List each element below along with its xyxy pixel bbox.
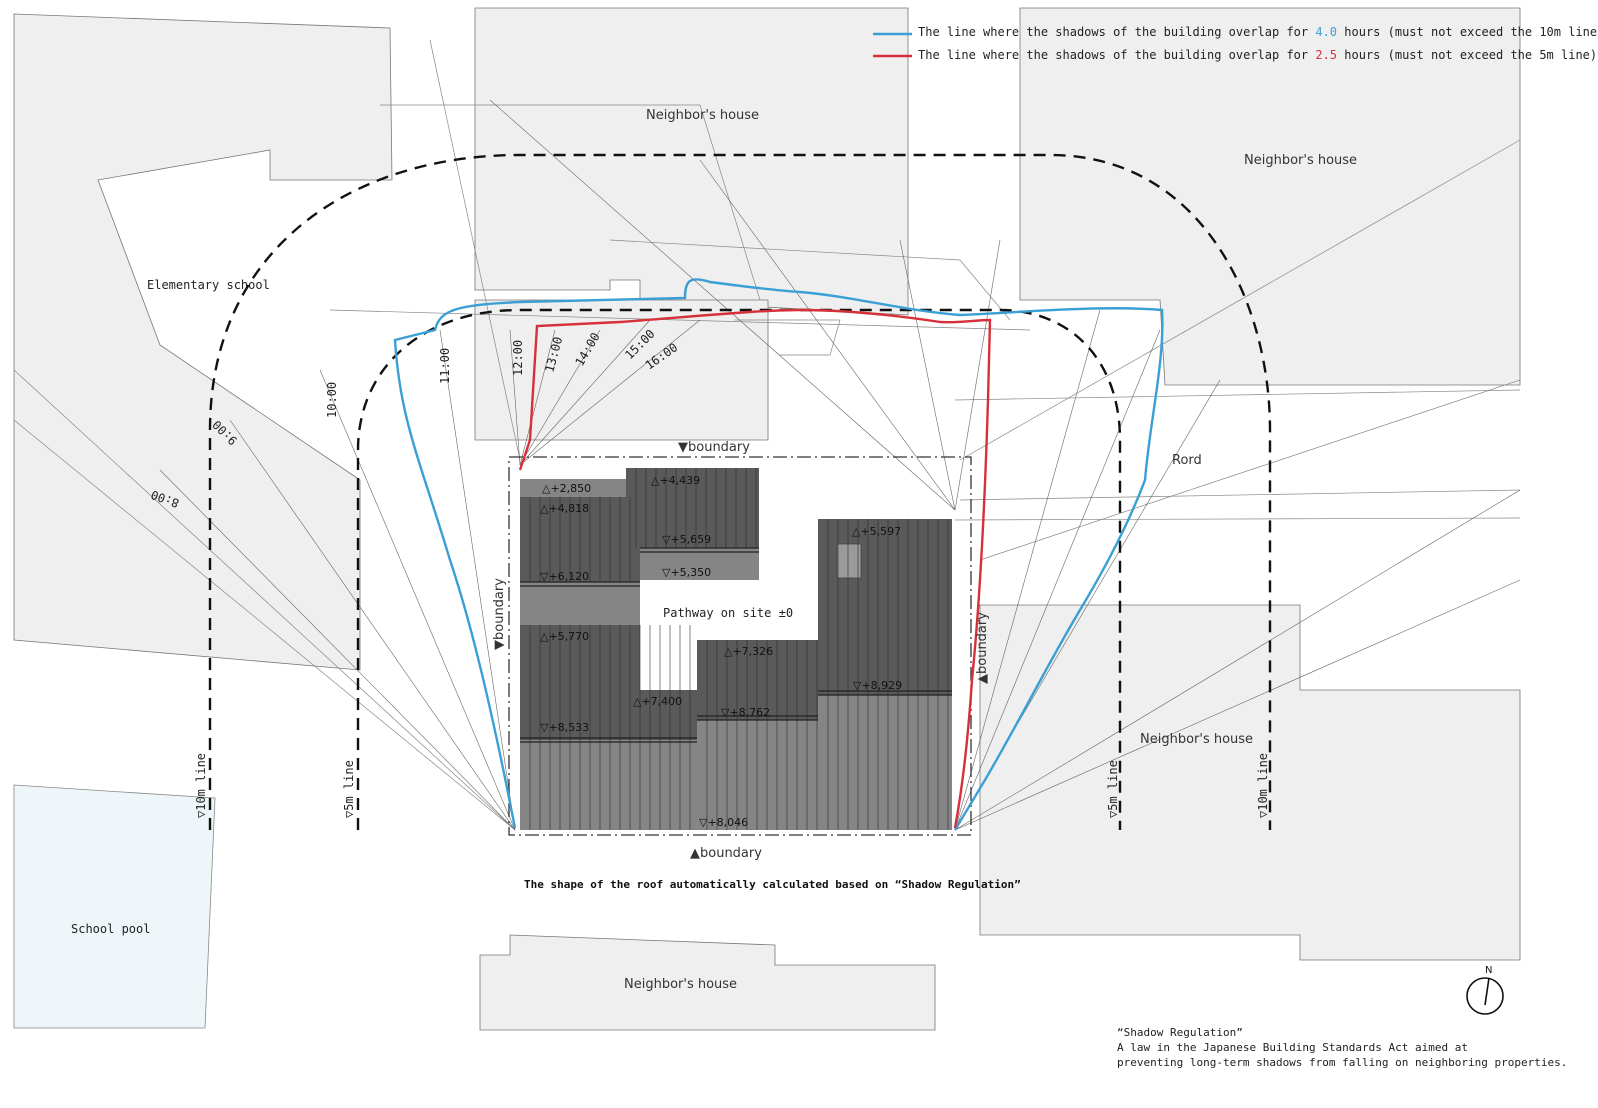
- sun-rays: [159, 99, 1521, 831]
- elevation-label: △+7,326: [724, 645, 773, 658]
- roof-bottom-center: [697, 720, 818, 830]
- label-neighbor-south: Neighbor's house: [624, 977, 737, 992]
- time-label-11: 11:00: [438, 348, 452, 384]
- time-label-12: 12:00: [511, 340, 525, 376]
- elevation-labels: △+2,850 △+4,439 △+4,818 ▽+5,659 ▽+5,350 …: [540, 474, 902, 829]
- compass-north-label: N: [1485, 965, 1492, 976]
- label-pathway: Pathway on site ±0: [663, 606, 793, 620]
- label-school-pool: School pool: [71, 922, 150, 936]
- elevation-label: △+5,770: [540, 630, 589, 643]
- label-neighbor-north: Neighbor's house: [646, 108, 759, 123]
- label-elementary-school: Elementary school: [147, 278, 270, 292]
- label-road: Rord: [1172, 453, 1202, 468]
- roof-low-strip: [520, 479, 627, 497]
- roof-bottom-right: [818, 695, 952, 830]
- school-pool: [13, 784, 216, 1029]
- site-boundary: [508, 456, 972, 836]
- roof-middle-step: [640, 548, 759, 580]
- legend-red-text: The line where the shadows of the buildi…: [918, 48, 1597, 62]
- line-label-right-10m: ▽10m line: [1256, 753, 1270, 818]
- label-neighbor-northeast: Neighbor's house: [1244, 153, 1357, 168]
- elevation-label: ▽+8,533: [540, 721, 589, 734]
- roof-seams: [529, 468, 949, 830]
- building-neighbor-east: [979, 604, 1521, 961]
- elevation-label: △+4,818: [540, 502, 589, 515]
- neighbor-buildings: [13, 7, 1521, 1031]
- legend-blue-text: The line where the shadows of the buildi…: [918, 25, 1598, 39]
- elevation-label: ▽+6,120: [540, 570, 589, 583]
- five-meter-line: [356, 308, 1122, 830]
- line-label-left-10m: ▽10m line: [194, 753, 208, 818]
- note-line-2: preventing long-term shadows from fallin…: [1117, 1056, 1567, 1069]
- elevation-label: △+5,597: [852, 525, 901, 538]
- building-elementary-school: [13, 13, 393, 671]
- north-compass: N: [1466, 965, 1504, 1015]
- elevation-label: △+2,850: [542, 482, 591, 495]
- shadow-line-4h-blue: [393, 278, 1164, 831]
- elevation-label: ▽+5,350: [662, 566, 711, 579]
- elevation-label: ▽+8,046: [699, 816, 748, 829]
- label-neighbor-east: Neighbor's house: [1140, 732, 1253, 747]
- boundary-label-top: ▼boundary: [678, 440, 750, 455]
- ten-meter-line: [208, 153, 1272, 830]
- skylight: [836, 543, 862, 579]
- boundary-label-right: ▲boundary: [975, 612, 990, 684]
- caption: The shape of the roof automatically calc…: [524, 878, 1021, 891]
- building-neighbor-north: [474, 7, 909, 316]
- elevation-label: ▽+8,762: [721, 706, 770, 719]
- roof-top-middle: [626, 468, 759, 548]
- line-label-left-5m: ▽5m line: [342, 760, 356, 818]
- elevation-label: △+4,439: [651, 474, 700, 487]
- roof-bottom: [520, 740, 697, 830]
- note-title: “Shadow Regulation”: [1117, 1026, 1243, 1039]
- legend: The line where the shadows of the buildi…: [873, 25, 1598, 62]
- pathway-area-upper: [697, 580, 818, 640]
- roof-left-band: [520, 582, 640, 625]
- survey-lines: [13, 39, 1521, 831]
- building-neighbor-south: [479, 934, 936, 1031]
- time-label-10: 10:00: [325, 382, 339, 418]
- building-middle-block: [474, 299, 769, 441]
- boundary-label-left: ▼boundary: [492, 578, 507, 650]
- building-roofs: [520, 468, 952, 830]
- boundary-label-bottom: ▲boundary: [690, 846, 762, 861]
- shadow-line-2-5h-red: [518, 308, 992, 829]
- note-line-1: A law in the Japanese Building Standards…: [1117, 1041, 1468, 1054]
- elevation-label: ▽+5,659: [662, 533, 711, 546]
- pathway-area-top: [759, 468, 818, 580]
- elevation-label: ▽+8,929: [853, 679, 902, 692]
- line-label-right-5m: ▽5m line: [1106, 760, 1120, 818]
- elevation-label: △+7,400: [633, 695, 682, 708]
- building-neighbor-northeast: [1019, 7, 1521, 386]
- regulation-note: “Shadow Regulation” A law in the Japanes…: [1117, 1026, 1567, 1069]
- pathway-area: [640, 580, 697, 690]
